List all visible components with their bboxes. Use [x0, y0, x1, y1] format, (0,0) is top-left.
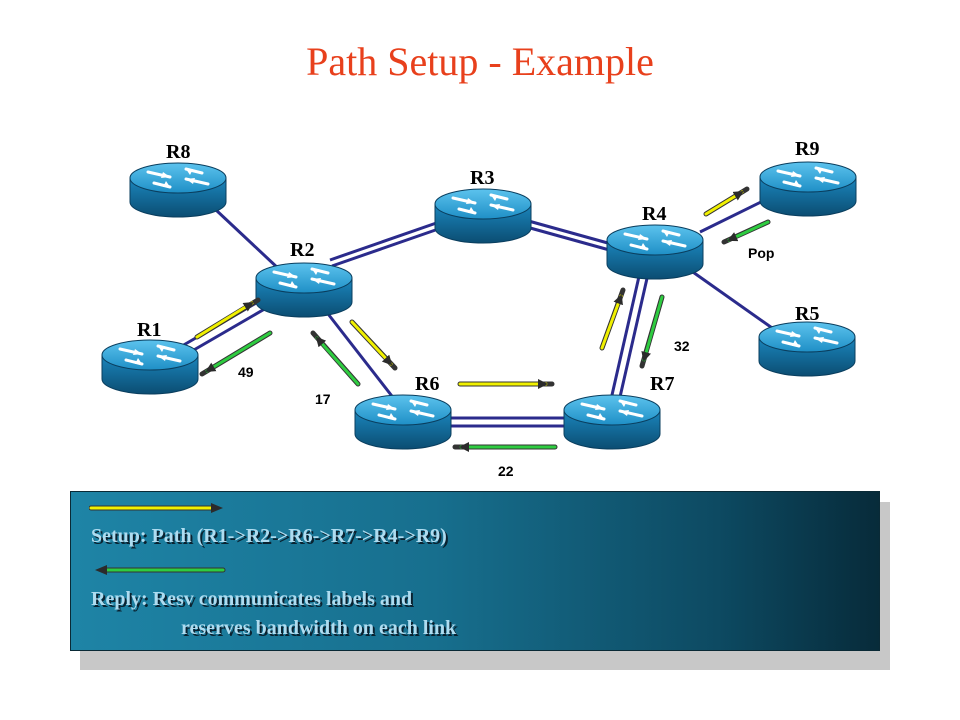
router-label-r1: R1	[137, 319, 161, 341]
router-r9	[758, 160, 858, 218]
legend-setup-text: Setup: Path (R1->R2->R6->R7->R4->R9)	[91, 525, 447, 547]
router-label-r8: R8	[166, 141, 190, 163]
label-r7-r4: 32	[674, 338, 690, 354]
router-label-r5: R5	[795, 303, 819, 325]
router-label-r7: R7	[650, 373, 674, 395]
link-r7-r4-b	[618, 273, 650, 398]
setup-arrow-r4-r9	[703, 186, 750, 217]
link-r2-r6	[323, 309, 397, 401]
setup-arrow-r1-r2	[194, 297, 261, 340]
legend-reply-arrow	[95, 565, 226, 575]
link-r2-r3	[329, 218, 446, 262]
setup-arrow-r7-r4	[599, 287, 626, 351]
legend-reply-line2: reserves bandwidth on each link	[181, 617, 457, 639]
link-r4-r9	[699, 198, 766, 234]
legend-box: Setup: Path (R1->R2->R6->R7->R4->R9) Rep…	[70, 491, 880, 651]
router-r5	[757, 320, 857, 378]
link-r4-r5	[689, 268, 776, 332]
router-r4	[605, 223, 705, 281]
reply-arrows	[199, 219, 771, 452]
link-r1-r2-b	[179, 301, 276, 360]
router-r7	[562, 393, 662, 451]
router-label-r3: R3	[470, 167, 494, 189]
router-r1	[100, 338, 200, 396]
setup-arrows	[194, 186, 750, 389]
label-r6-r7: 22	[498, 463, 514, 479]
label-r1-r2: 49	[238, 364, 254, 380]
label-r2-r6: 17	[315, 391, 331, 407]
link-r3-r4-b	[522, 224, 614, 253]
router-r3	[433, 187, 533, 245]
reply-arrow-r2-r1	[199, 330, 273, 377]
reply-arrow-r9-r4	[721, 219, 771, 245]
link-r3-r4	[524, 218, 616, 247]
legend-reply-line1: Reply: Resv communicates labels and	[91, 588, 413, 610]
legend-setup-arrow	[89, 503, 223, 513]
link-r7-r4	[610, 271, 642, 396]
slide-title: Path Setup - Example	[306, 39, 654, 84]
router-label-r9: R9	[795, 138, 819, 160]
label-r4-r9: Pop	[748, 245, 774, 261]
links	[174, 193, 776, 428]
router-label-r6: R6	[415, 373, 439, 395]
router-r8	[128, 161, 228, 219]
reply-arrow-r6-r2	[310, 330, 361, 387]
link-r2-r3-b	[331, 224, 448, 268]
reply-arrow-r4-r7	[639, 294, 665, 369]
setup-arrow-r2-r6	[349, 319, 398, 371]
router-label-r2: R2	[290, 239, 314, 261]
router-r2	[254, 261, 354, 319]
router-r6	[353, 393, 453, 451]
router-label-r4: R4	[642, 203, 666, 225]
